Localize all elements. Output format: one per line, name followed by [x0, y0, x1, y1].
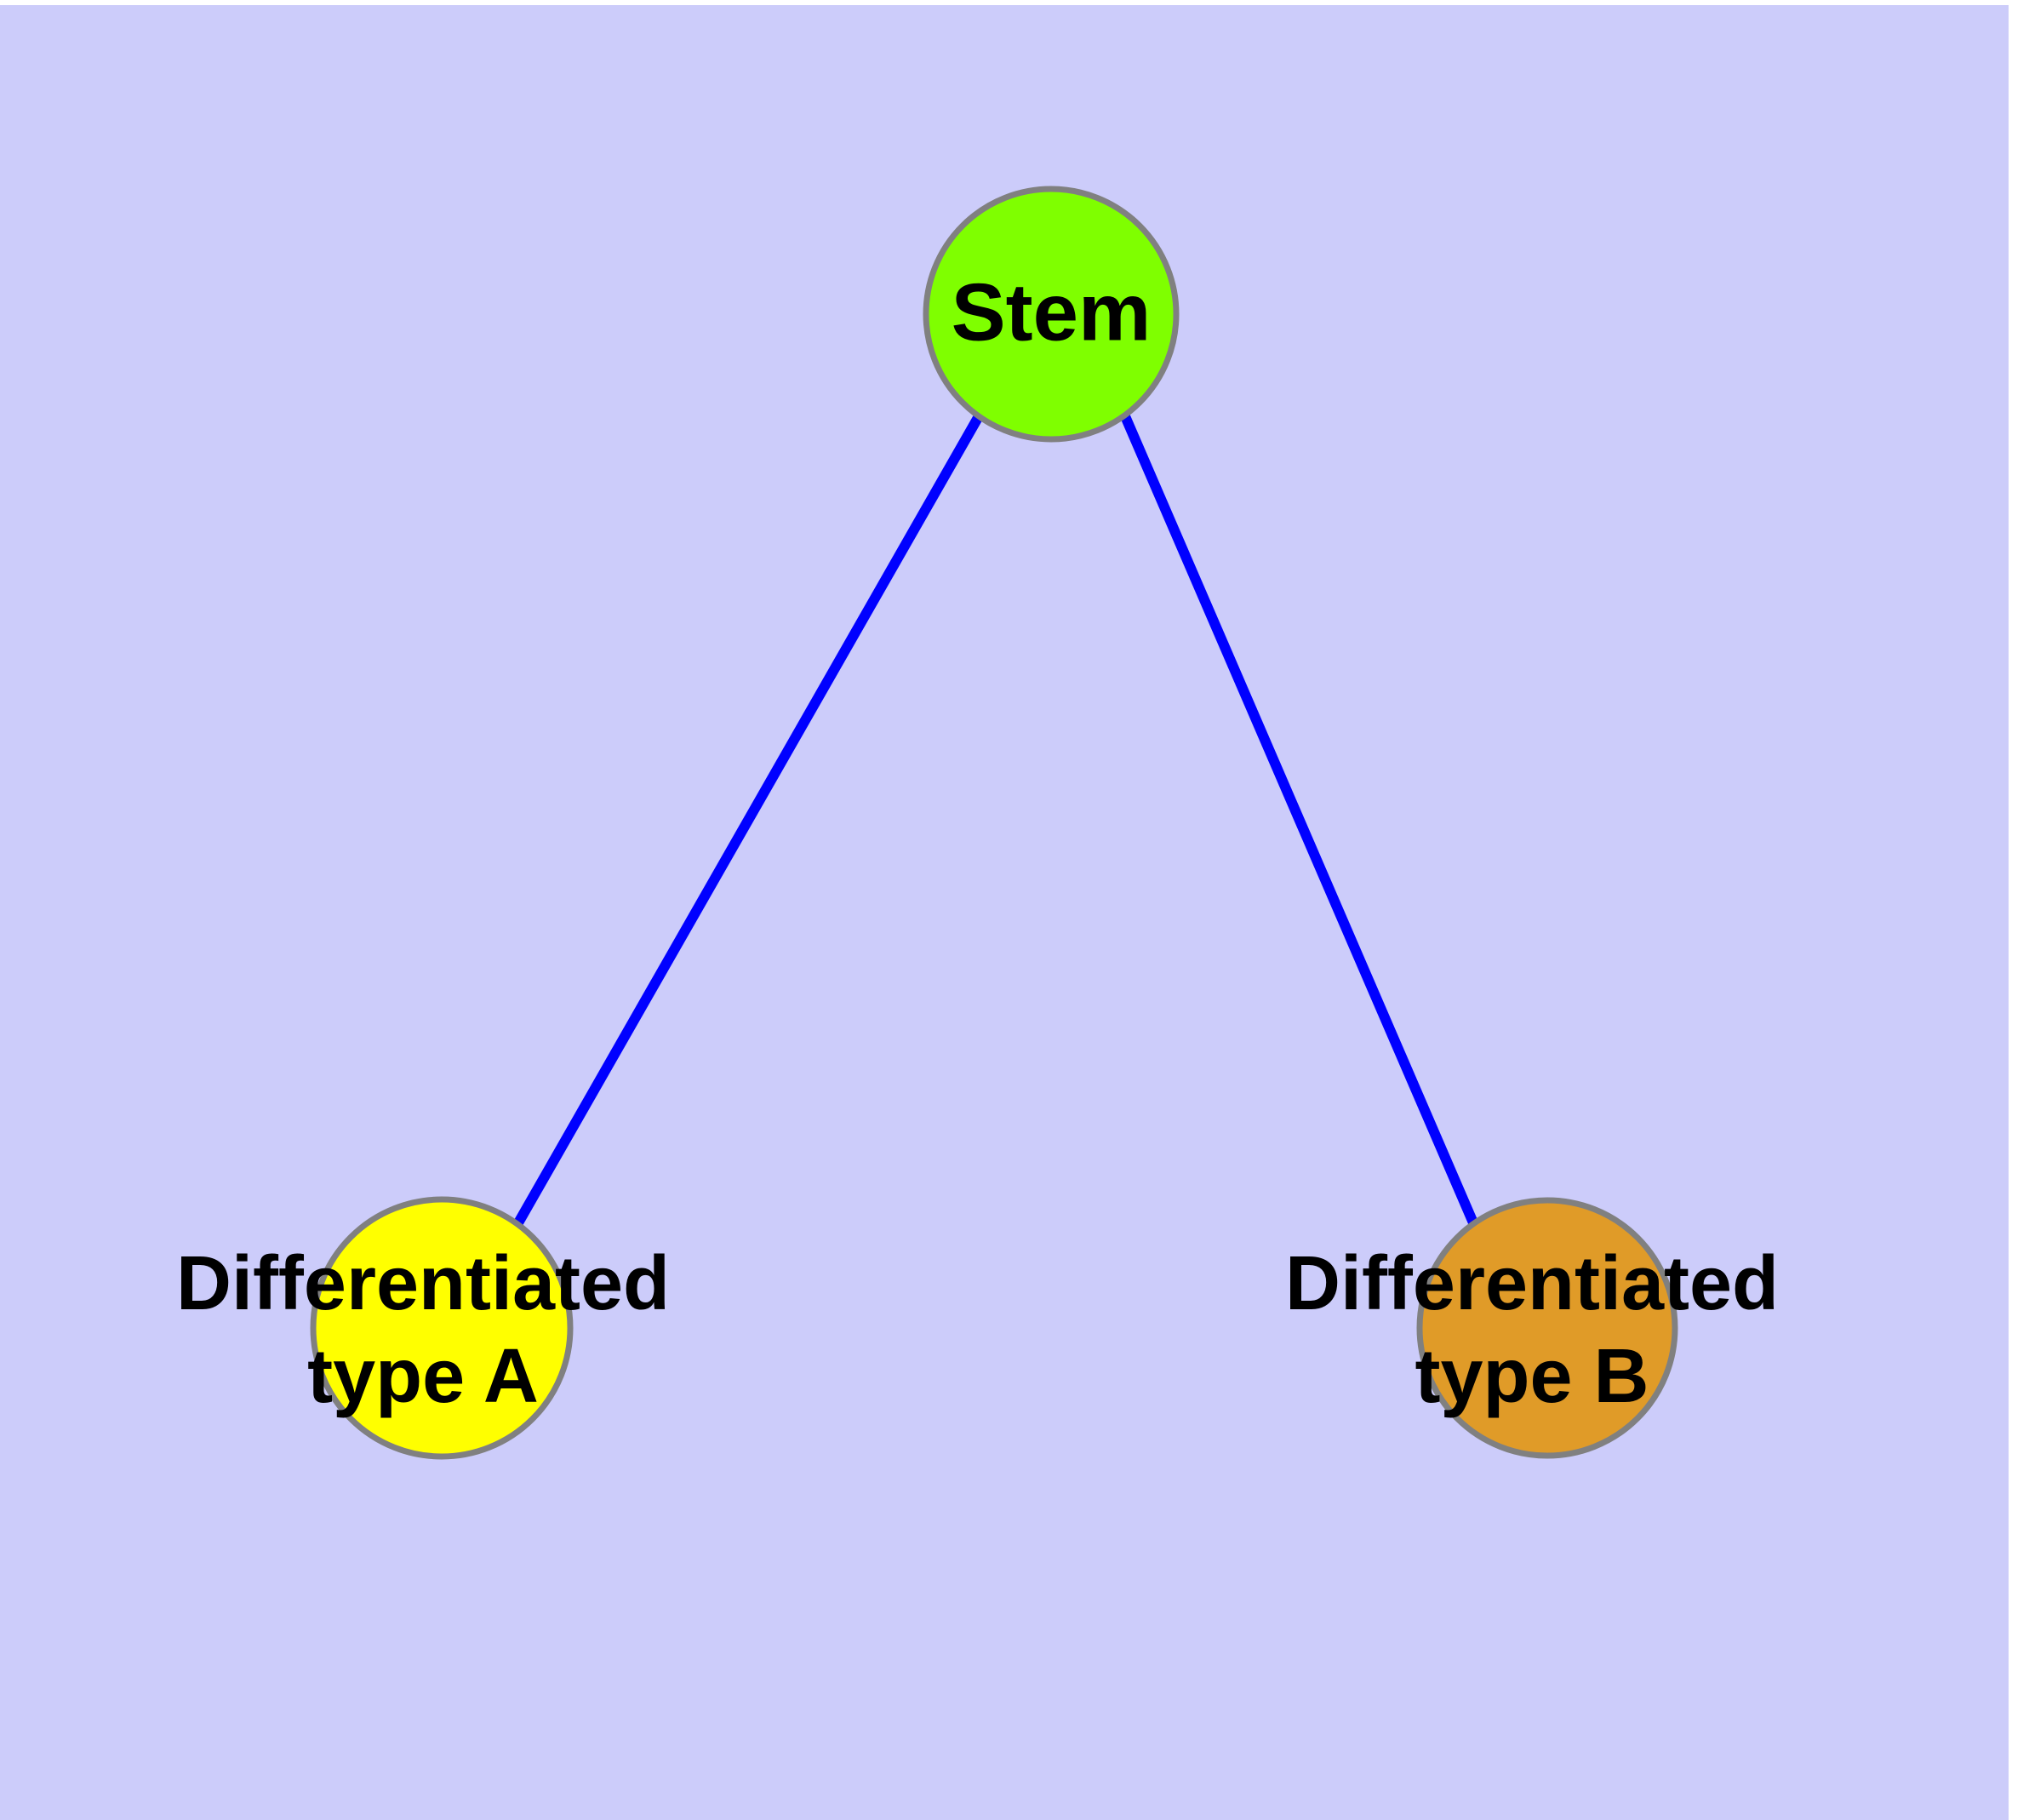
node-differentiated-type-a-circle[interactable] — [310, 1196, 574, 1460]
edge-stem-to-differentiated-type-a[interactable] — [512, 414, 984, 1228]
node-layer — [310, 186, 1678, 1460]
node-stem-label: Stem — [952, 266, 1152, 358]
node-differentiated-type-b-circle[interactable] — [1416, 1197, 1678, 1459]
node-differentiated-type-a-label-line1: Differentiated — [176, 1241, 670, 1326]
node-differentiated-type-b[interactable] — [1416, 1197, 1678, 1459]
node-differentiated-type-b-label-line1: Differentiated — [1285, 1241, 1779, 1326]
node-stem-circle[interactable] — [923, 186, 1180, 443]
label-layer: Stem Differentiated type A Differentiate… — [176, 266, 1779, 1418]
node-differentiated-type-a[interactable] — [310, 1196, 574, 1460]
node-differentiated-type-a-label-line2: type A — [307, 1334, 539, 1419]
edge-stem-to-differentiated-type-b[interactable] — [1120, 414, 1480, 1229]
node-stem[interactable] — [923, 186, 1180, 443]
edge-layer — [512, 414, 1480, 1229]
node-differentiated-type-b-label-line2: type B — [1415, 1334, 1649, 1419]
